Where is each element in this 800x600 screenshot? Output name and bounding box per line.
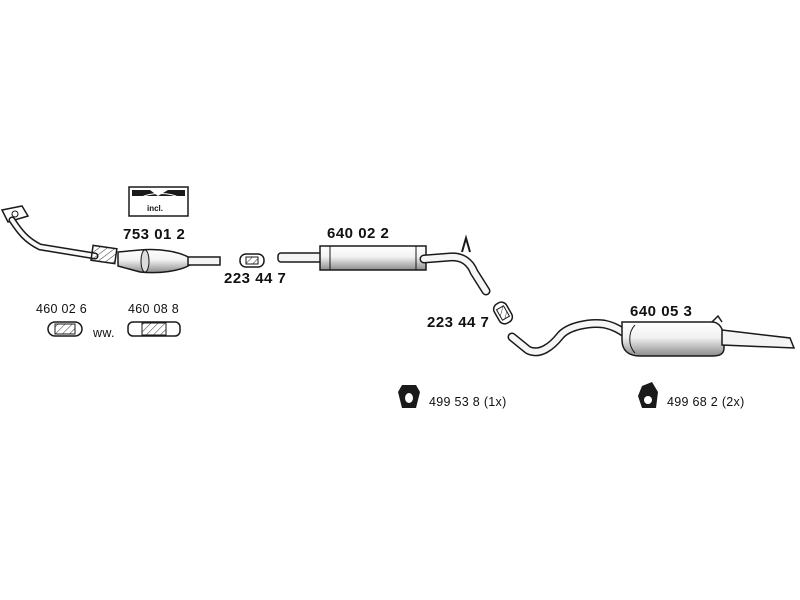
part-number-460-02-6: 460 02 6 <box>36 302 88 316</box>
rear-muffler-section <box>507 314 796 357</box>
hanger-a-qty: (1x) <box>483 395 507 409</box>
part-number-clamp-rear: 223 44 7 <box>427 314 490 331</box>
flex-pipe-a-icon <box>47 321 83 337</box>
catalytic-converter-section <box>0 205 221 274</box>
clamp-rear-icon <box>492 301 514 325</box>
rubber-hanger-b-icon <box>638 382 658 408</box>
part-number-499-68-2: 499 68 2 (2x) <box>667 396 745 409</box>
gasket-kit-icon <box>128 186 189 217</box>
part-number-753-01-2: 753 01 2 <box>123 226 186 243</box>
hanger-b-number: 499 68 2 <box>667 395 719 409</box>
clamp-front-icon <box>239 253 265 268</box>
part-number-640-05-3: 640 05 3 <box>630 303 693 320</box>
flex-pipe-b-icon <box>127 321 181 337</box>
part-number-clamp-front: 223 44 7 <box>224 270 287 287</box>
rubber-hanger-a-icon <box>398 385 420 408</box>
front-muffler-section <box>277 234 491 296</box>
part-number-640-02-2: 640 02 2 <box>327 225 390 242</box>
part-number-460-08-8: 460 08 8 <box>128 302 180 316</box>
hanger-a-number: 499 53 8 <box>429 395 481 409</box>
hanger-b-qty: (2x) <box>721 395 745 409</box>
incl-label: incl. <box>147 204 164 213</box>
part-number-499-53-8: 499 53 8 (1x) <box>429 396 507 409</box>
alternative-label: ww. <box>93 326 115 340</box>
